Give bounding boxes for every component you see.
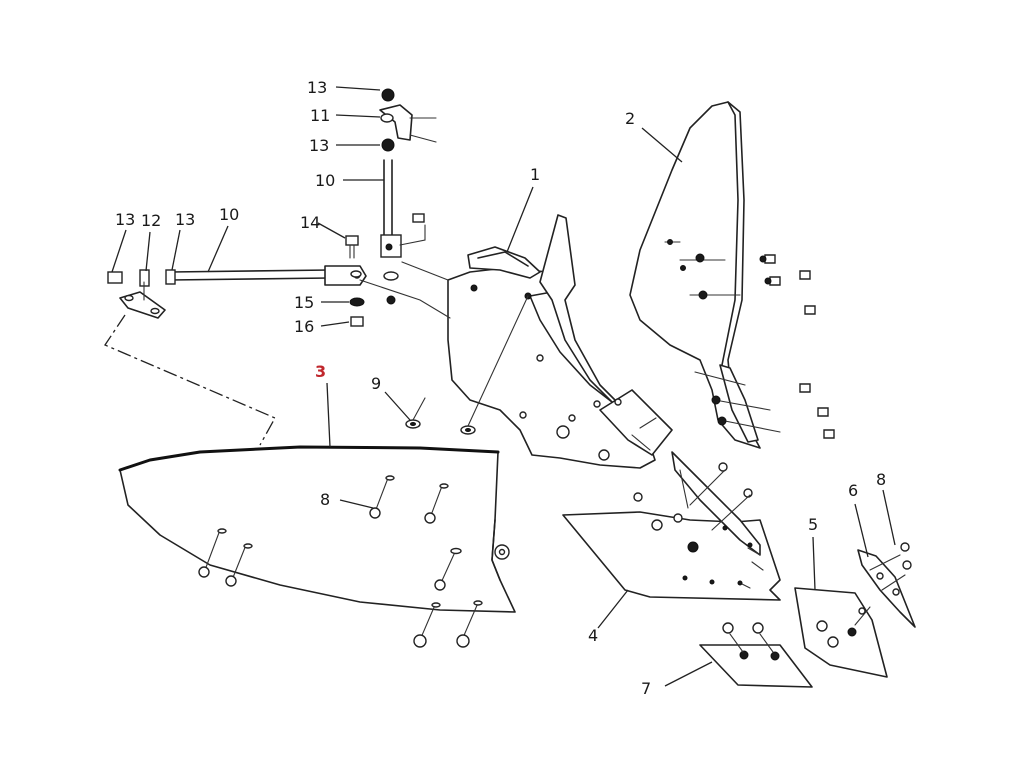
- callout-9: 9: [371, 374, 381, 393]
- callout-2: 2: [625, 109, 635, 128]
- callout-8-right: 8: [876, 470, 886, 489]
- callout-13-top: 13: [307, 78, 327, 97]
- callout-11: 11: [310, 106, 330, 125]
- leader-lines: [111, 86, 896, 687]
- alignment-line: [104, 314, 276, 446]
- part-2-wing-plate: [629, 101, 835, 449]
- callout-12: 12: [141, 211, 161, 230]
- callout-13-left-a: 13: [115, 210, 135, 229]
- callout-14: 14: [300, 213, 320, 232]
- callout-10-rod-horizontal: 10: [219, 205, 239, 224]
- callout-1: 1: [530, 165, 540, 184]
- callout-6: 6: [848, 481, 858, 500]
- hitch-assembly: [107, 88, 451, 327]
- part-3-mouldboard: [118, 445, 516, 648]
- part-9-washers: [405, 295, 529, 435]
- part-6-plate: [857, 542, 916, 628]
- part-5-shin-plate: [794, 587, 888, 678]
- callout-13-middle: 13: [309, 136, 329, 155]
- mouldboard-bolts: [198, 475, 483, 648]
- callout-15: 15: [294, 293, 314, 312]
- callout-8-mouldboard: 8: [320, 490, 330, 509]
- callout-16: 16: [294, 317, 314, 336]
- part-7-plate: [699, 622, 813, 688]
- callout-10-rod-vertical: 10: [315, 171, 335, 190]
- part-4-share: [562, 451, 781, 601]
- wing-bolts: [664, 239, 835, 439]
- callout-13-left-b: 13: [175, 210, 195, 229]
- callout-7: 7: [641, 679, 651, 698]
- callout-3: 3: [315, 362, 326, 381]
- callout-5: 5: [808, 515, 818, 534]
- callout-4: 4: [588, 626, 598, 645]
- part-1-frog: [447, 214, 673, 469]
- callout-labels: 1 2 3 4 5 6 7 8 8 9 10 10 11 12 13 13 13…: [115, 78, 886, 698]
